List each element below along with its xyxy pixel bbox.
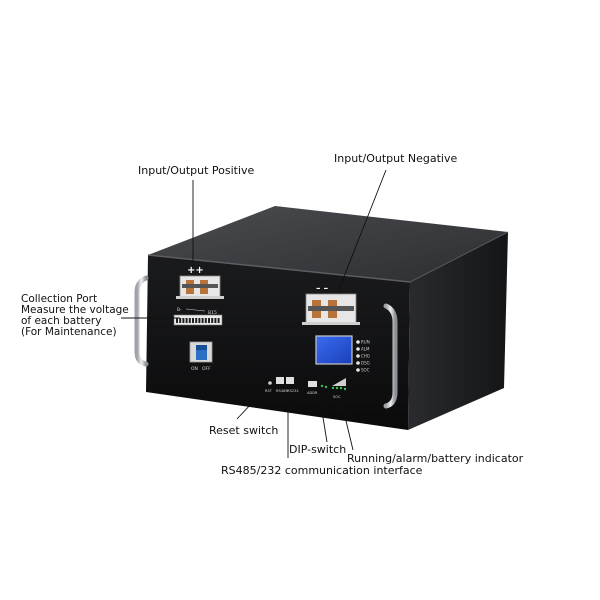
right-handle	[383, 303, 398, 409]
status-indicator-label: SOC	[361, 368, 370, 373]
positive-terminal	[176, 275, 224, 299]
connector-pin	[188, 318, 191, 323]
status-indicator-dot	[356, 340, 360, 344]
label-collection-port: Collection Port Measure the voltage of e…	[21, 294, 129, 338]
switch-on-label: ON	[191, 366, 198, 372]
status-indicator-dot	[356, 361, 360, 365]
rs485-port[interactable]	[276, 377, 284, 384]
connector-pin	[185, 318, 188, 323]
collection-port-line1: Collection Port	[21, 293, 98, 305]
reset-port-label: RST	[265, 389, 273, 393]
status-indicator-label: CHG	[361, 354, 370, 359]
status-indicator-dot	[356, 347, 360, 351]
collection-port-line4: (For Maintenance)	[21, 326, 117, 338]
indicator-leds	[320, 378, 347, 391]
negative-terminal-mark: – –	[316, 284, 329, 294]
connector-pin	[176, 318, 178, 323]
status-indicator-list: RUN ALM CHG DSG SOC	[356, 340, 370, 373]
lcd-screen	[315, 335, 353, 365]
label-reset-switch: Reset switch	[209, 424, 279, 437]
connector-pin	[208, 318, 210, 323]
rs232-port[interactable]	[286, 377, 294, 384]
connector-plus-label: B15	[208, 310, 217, 316]
label-rs485-interface: RS485/232 communication interface	[221, 464, 423, 477]
left-handle	[134, 275, 149, 367]
collection-port-line2: Measure the voltage	[21, 304, 129, 316]
enclosure-side	[408, 232, 508, 430]
connector-pin	[195, 318, 198, 323]
dip-switch-label: ADDR	[307, 391, 318, 395]
connector-pin	[192, 318, 194, 323]
leader-lines	[121, 169, 387, 458]
connector-pin	[217, 318, 220, 323]
status-indicator-dot	[356, 368, 360, 372]
status-indicator-label: DSG	[361, 361, 370, 366]
status-indicator-dot	[356, 354, 360, 358]
connector-pin	[211, 318, 214, 323]
rs232-port-label: RS232	[287, 389, 299, 393]
connector-pin	[214, 318, 217, 323]
connector-minus-label: B-	[177, 307, 182, 313]
label-input-output-positive: Input/Output Positive	[138, 164, 255, 177]
label-input-output-negative: Input/Output Negative	[334, 152, 458, 165]
connector-pin	[182, 318, 185, 323]
positive-terminal-mark: ++	[187, 265, 204, 276]
dip-switch-block[interactable]	[308, 381, 317, 387]
connector-pin	[179, 318, 182, 323]
collection-connector	[173, 314, 223, 326]
reset-button[interactable]	[268, 381, 272, 385]
switch-off-label: OFF	[202, 366, 211, 372]
soc-label: SOC	[333, 395, 341, 399]
connector-pin	[204, 318, 207, 323]
status-indicator-label: ALM	[361, 347, 370, 352]
connector-pin	[198, 318, 201, 323]
power-switch[interactable]	[189, 341, 213, 363]
rs485-port-label: RS485	[276, 389, 288, 393]
status-indicator-label: RUN	[361, 340, 370, 345]
connector-pin	[201, 318, 204, 323]
enclosure-top	[148, 206, 508, 282]
label-running-indicator: Running/alarm/battery indicator	[347, 452, 524, 465]
label-dip-switch: DIP-switch	[289, 443, 347, 456]
negative-terminal	[302, 293, 360, 325]
collection-port-line3: of each battery	[21, 315, 102, 327]
